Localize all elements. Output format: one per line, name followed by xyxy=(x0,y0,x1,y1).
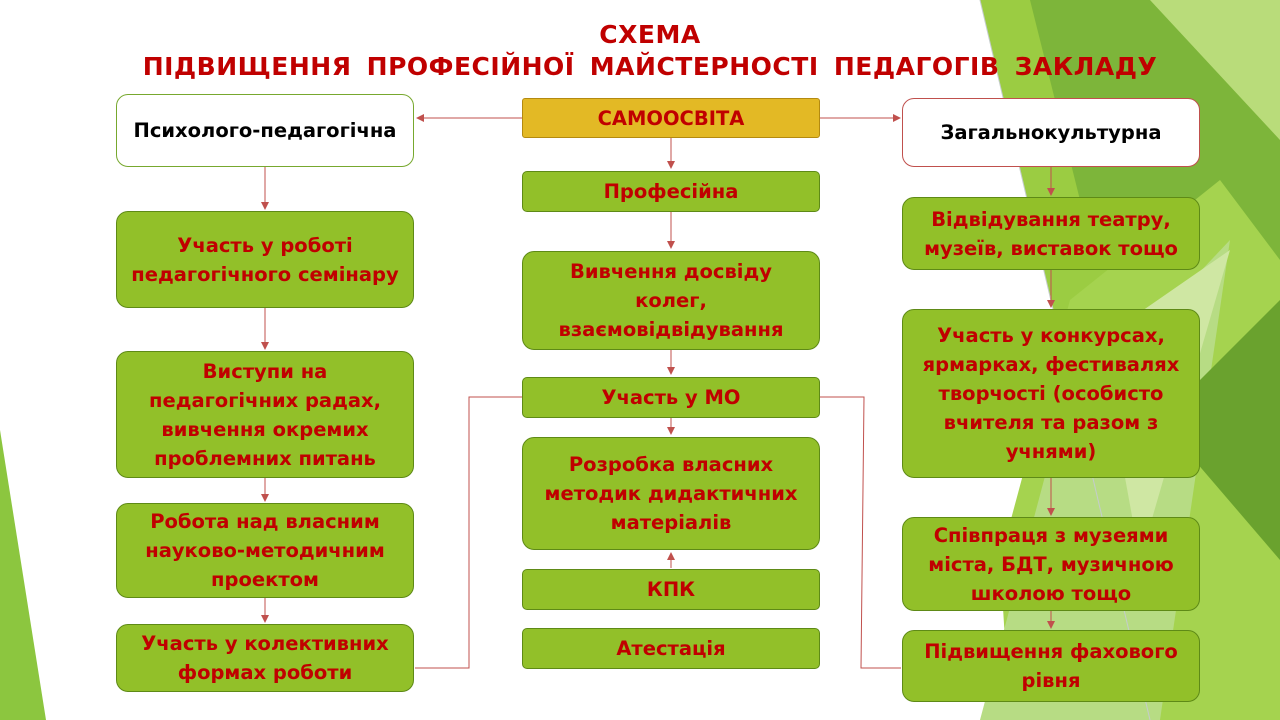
center-node-own-methods: Розробка власних методик дидактичних мат… xyxy=(522,437,820,550)
center-node-professional: Професійна xyxy=(522,171,820,212)
left-node-seminar: Участь у роботі педагогічного семінару xyxy=(116,211,414,308)
left-node-research-project: Робота над власним науково-методичним пр… xyxy=(116,503,414,598)
right-node-qualification: Підвищення фахового рівня xyxy=(902,630,1200,702)
center-node-mo-participation: Участь у МО xyxy=(522,377,820,418)
root-node-self-education: САМООСВІТА xyxy=(522,98,820,138)
center-node-attestation: Атестація xyxy=(522,628,820,669)
right-node-theatre-visits: Відвідування театру, музеїв, виставок то… xyxy=(902,197,1200,270)
left-node-collective-work: Участь у колективних формах роботи xyxy=(116,624,414,692)
center-node-kpk: КПК xyxy=(522,569,820,610)
right-node-museum-cooperation: Співпраця з музеями міста, БДТ, музичною… xyxy=(902,517,1200,611)
right-node-contests: Участь у конкурсах, ярмарках, фестивалях… xyxy=(902,309,1200,478)
center-node-colleagues-experience: Вивчення досвіду колег, взаємовідвідуван… xyxy=(522,251,820,350)
page-subtitle: ПІДВИЩЕННЯ ПРОФЕСІЙНОЇ МАЙСТЕРНОСТІ ПЕДА… xyxy=(142,52,1158,81)
left-node-council-speeches: Виступи на педагогічних радах, вивчення … xyxy=(116,351,414,478)
left-header-psychological-pedagogical: Психолого-педагогічна xyxy=(116,94,414,167)
page-title: СХЕМА xyxy=(599,20,701,49)
right-header-general-cultural: Загальнокультурна xyxy=(902,98,1200,167)
